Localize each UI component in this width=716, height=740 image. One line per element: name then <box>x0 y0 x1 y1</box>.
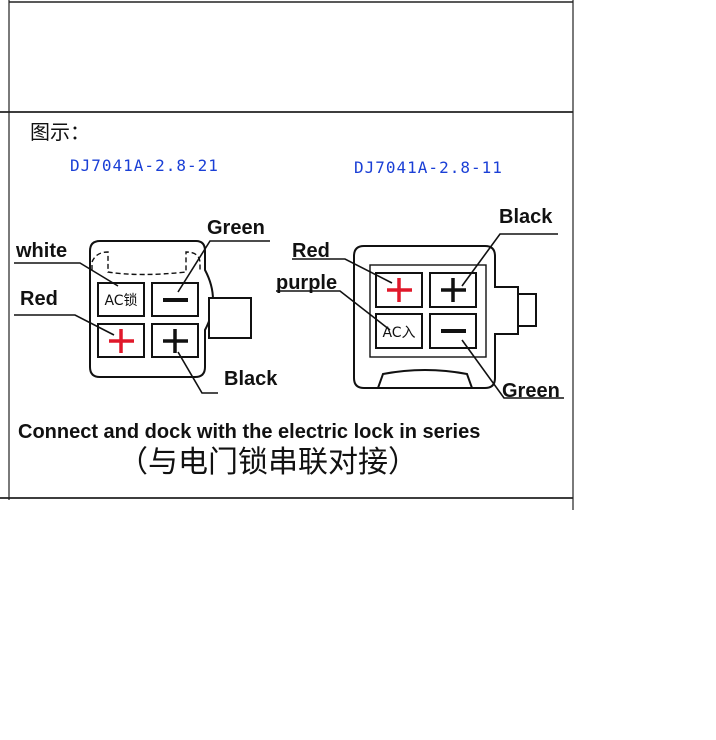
leader-green-right <box>461 339 564 399</box>
leader-red-right <box>292 258 393 284</box>
model-name-right: DJ7041A-2.8-11 <box>354 158 503 177</box>
label-red-left: Red <box>20 288 58 310</box>
plus-icon <box>163 329 188 353</box>
connector-right-pin-well <box>369 264 487 358</box>
caption-chinese: （与电门锁串联对接） <box>118 445 418 480</box>
leader-black-left <box>177 351 218 394</box>
leader-purple <box>276 290 391 331</box>
label-green-left: Green <box>207 217 265 239</box>
connector-left-latch <box>91 251 201 276</box>
pin-ac-lock-label: AC锁 <box>104 293 137 309</box>
connector-left-housing <box>89 240 215 378</box>
diagram-heading: 图示： <box>30 120 90 144</box>
pin-ac-in-label: AC入 <box>382 325 415 341</box>
label-white: white <box>15 240 67 262</box>
pin-minus <box>429 313 477 349</box>
connector-left-side-tab <box>208 297 252 339</box>
pin-minus <box>151 282 199 317</box>
pin-plus-black <box>151 323 199 358</box>
leader-white <box>14 262 119 287</box>
plus-icon <box>441 278 466 302</box>
label-black-right: Black <box>499 206 553 228</box>
label-purple: purple <box>276 272 337 294</box>
pin-ac-in: AC入 <box>375 313 423 349</box>
caption-english: Connect and dock with the electric lock … <box>18 421 480 443</box>
label-red-right: Red <box>292 240 330 262</box>
leader-green-left <box>177 240 270 293</box>
plus-icon <box>109 329 134 353</box>
leader-black-right <box>461 233 558 287</box>
connector-right-housing <box>353 245 519 389</box>
label-green-right: Green <box>502 380 560 402</box>
pin-plus-black <box>429 272 477 308</box>
pin-ac-lock: AC锁 <box>97 282 145 317</box>
label-black-left: Black <box>224 368 278 390</box>
model-name-left: DJ7041A-2.8-21 <box>70 156 219 175</box>
connector-left: AC锁 white Red Green Black <box>14 217 278 394</box>
table-frame <box>0 0 574 510</box>
connector-right: AC入 Black Red purple Green <box>276 206 564 402</box>
connector-right-side-tab <box>517 293 537 327</box>
connector-right-latch <box>377 369 473 389</box>
leader-red-left <box>14 314 115 336</box>
plus-icon <box>387 278 412 302</box>
pin-plus-red <box>97 323 145 358</box>
